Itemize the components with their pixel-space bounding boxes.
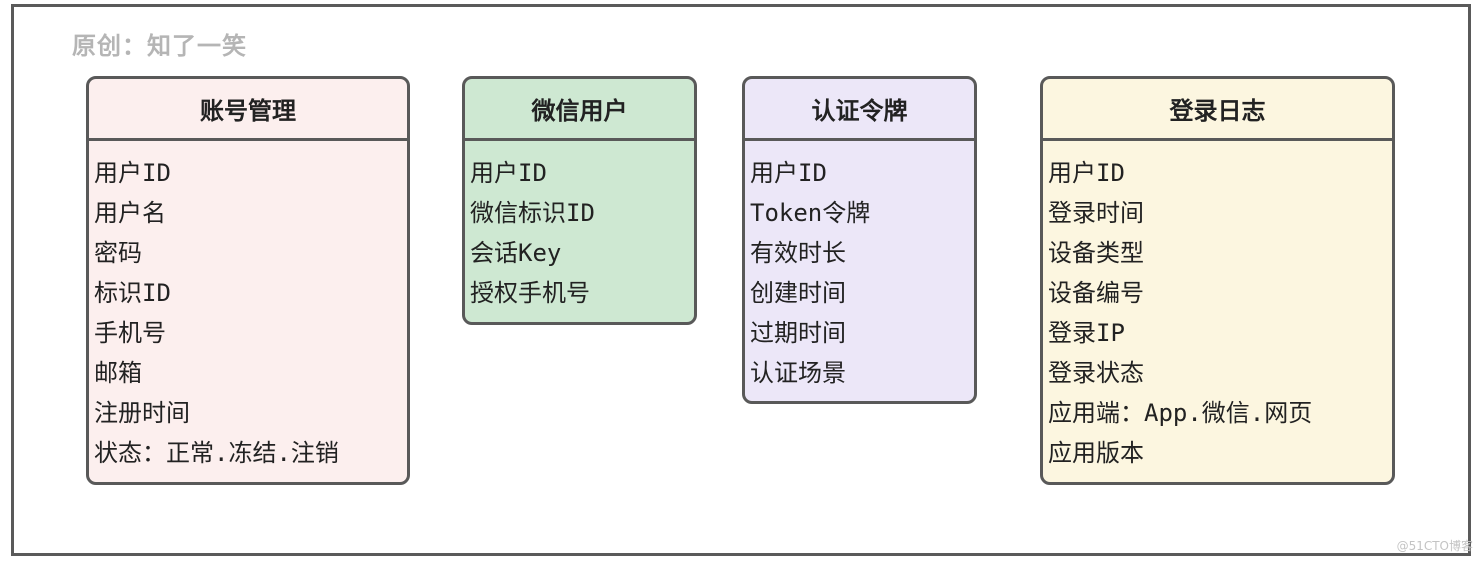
field-item: 用户ID [750,159,827,187]
field-item: 创建时间 [750,279,846,307]
field-item: 微信标识ID [470,199,595,227]
field-item: 设备编号 [1048,279,1144,307]
field-item: 登录状态 [1048,359,1144,387]
field-item: 状态：正常.冻结.注销 [94,439,339,467]
watermark: @51CTO博客 [1396,539,1473,553]
author-label: 原创：知了一笑 [72,32,247,60]
field-item: 设备类型 [1048,239,1144,267]
field-item: 用户名 [94,199,166,227]
field-list: 用户ID 用户名 密码 标识ID 手机号 邮箱 注册时间 状态：正常.冻结.注销 [89,141,407,473]
field-item: Token令牌 [750,199,871,227]
field-list: 用户ID 登录时间 设备类型 设备编号 登录IP 登录状态 应用端：App.微信… [1043,141,1392,473]
field-item: 应用版本 [1048,439,1144,467]
field-item: 过期时间 [750,319,846,347]
field-item: 注册时间 [94,399,190,427]
entity-wechat-user: 微信用户 用户ID 微信标识ID 会话Key 授权手机号 [462,76,697,325]
entity-auth-token: 认证令牌 用户ID Token令牌 有效时长 创建时间 过期时间 认证场景 [742,76,977,404]
field-item: 用户ID [470,159,547,187]
entity-account-management: 账号管理 用户ID 用户名 密码 标识ID 手机号 邮箱 注册时间 状态：正常.… [86,76,410,485]
diagram-frame [11,4,1471,556]
field-list: 用户ID 微信标识ID 会话Key 授权手机号 [465,141,694,313]
entity-login-log: 登录日志 用户ID 登录时间 设备类型 设备编号 登录IP 登录状态 应用端：A… [1040,76,1395,485]
entity-title: 微信用户 [465,79,694,141]
field-item: 登录时间 [1048,199,1144,227]
field-item: 标识ID [94,279,171,307]
field-item: 会话Key [470,239,562,267]
field-item: 登录IP [1048,319,1125,347]
field-item: 密码 [94,239,142,267]
field-item: 应用端：App.微信.网页 [1048,399,1313,427]
field-item: 用户ID [94,159,171,187]
field-item: 邮箱 [94,359,142,387]
entity-title: 登录日志 [1043,79,1392,141]
entity-title: 账号管理 [89,79,407,141]
field-item: 有效时长 [750,239,846,267]
entity-title: 认证令牌 [745,79,974,141]
field-list: 用户ID Token令牌 有效时长 创建时间 过期时间 认证场景 [745,141,974,393]
field-item: 用户ID [1048,159,1125,187]
field-item: 手机号 [94,319,166,347]
field-item: 认证场景 [750,359,846,387]
field-item: 授权手机号 [470,279,590,307]
